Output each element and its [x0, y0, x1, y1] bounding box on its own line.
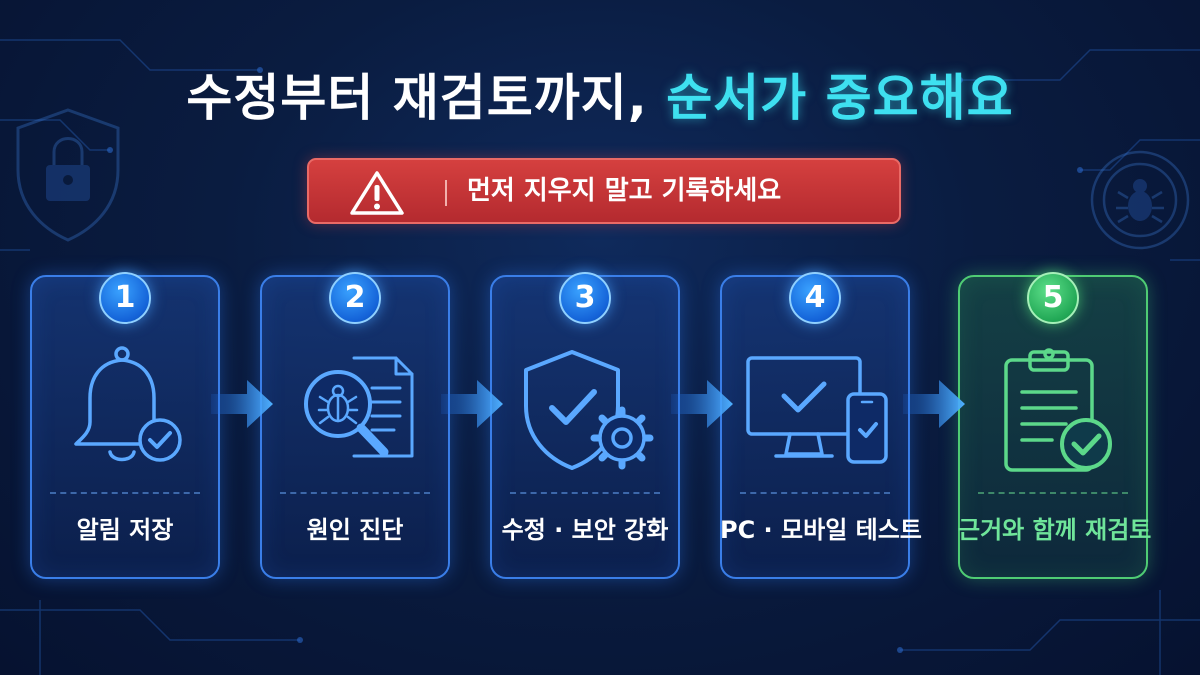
warning-banner: 먼저 지우지 말고 기록하세요 [307, 158, 901, 224]
step-number-badge-5: 5 [1027, 272, 1079, 324]
page-title: 수정부터 재검토까지, 순서가 중요해요 [0, 58, 1200, 130]
title-part-2-highlight: 순서가 중요해요 [666, 69, 1014, 127]
step-number-badge-2: 2 [329, 272, 381, 324]
step-number-badge-1: 1 [99, 272, 151, 324]
bug-circle-icon [1090, 150, 1190, 250]
clipboard-check-icon [1004, 348, 1112, 472]
step-label-1: 알림 저장 [76, 516, 174, 544]
arrow-right-icon [903, 380, 965, 428]
step-card-3 [490, 275, 680, 579]
card-divider-4 [740, 492, 890, 494]
warning-divider [445, 180, 447, 206]
step-label-4: PC · 모바일 테스트 [720, 516, 922, 544]
step-label-5: 근거와 함께 재검토 [958, 516, 1152, 544]
card-divider-1 [50, 492, 200, 494]
padlock-shield-icon [16, 108, 120, 242]
bell-check-icon [74, 346, 182, 462]
title-part-1: 수정부터 재검토까지, [186, 69, 667, 127]
card-divider-2 [280, 492, 430, 494]
bug-magnifier-document-icon [304, 356, 414, 458]
warning-text: 먼저 지우지 말고 기록하세요 [467, 176, 782, 206]
card-divider-5 [978, 492, 1128, 494]
step-number-badge-4: 4 [789, 272, 841, 324]
arrow-right-icon [671, 380, 733, 428]
step-card-5 [958, 275, 1148, 579]
monitor-phone-check-icon [746, 356, 888, 464]
step-number-badge-3: 3 [559, 272, 611, 324]
step-card-4 [720, 275, 910, 579]
step-label-2: 원인 진단 [306, 516, 404, 544]
arrow-right-icon [441, 380, 503, 428]
warning-triangle-icon [350, 171, 404, 215]
shield-check-gear-icon [524, 350, 654, 470]
card-divider-3 [510, 492, 660, 494]
arrow-right-icon [211, 380, 273, 428]
step-label-3: 수정 · 보안 강화 [501, 516, 669, 544]
